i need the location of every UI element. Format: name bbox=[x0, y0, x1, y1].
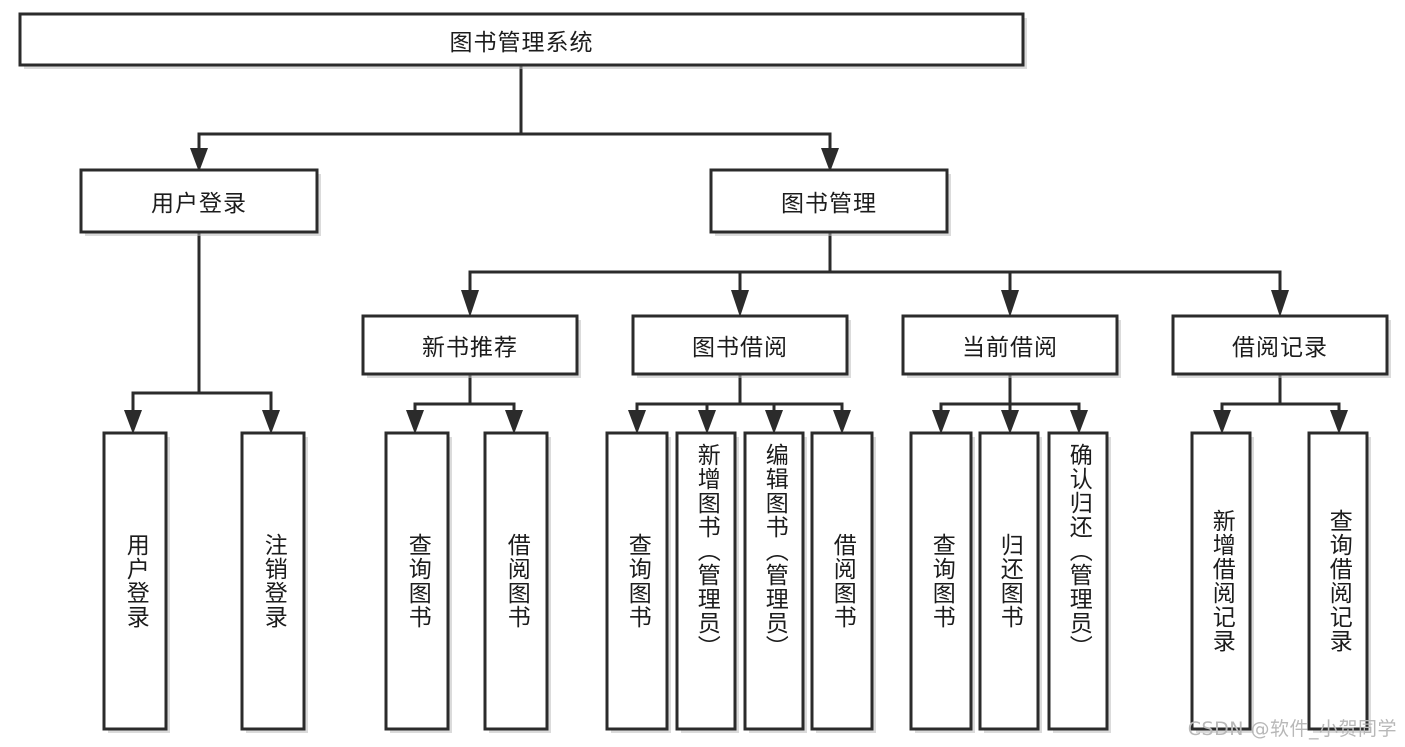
arrow-to-leaf-logout-login bbox=[262, 410, 280, 434]
arrow-to-new-book-recommend bbox=[461, 290, 479, 317]
node-leaf-borrow-book-1[interactable] bbox=[483, 431, 549, 731]
node-current-borrow[interactable] bbox=[901, 314, 1119, 376]
arrow-to-current-borrow bbox=[1001, 290, 1019, 317]
node-leaf-user-login[interactable] bbox=[102, 431, 168, 731]
arrow-to-leaf-add-record bbox=[1213, 410, 1231, 434]
arrow-to-leaf-confirm-return bbox=[1070, 410, 1088, 434]
node-leaf-return-book[interactable] bbox=[978, 431, 1040, 731]
node-root[interactable] bbox=[18, 12, 1025, 67]
csdn-watermark: CSDN @软件_小贺同学 bbox=[1187, 718, 1397, 740]
arrow-to-leaf-return-book bbox=[1001, 410, 1019, 434]
node-leaf-query-book-3[interactable] bbox=[909, 431, 973, 731]
arrow-to-leaf-borrow-book-1 bbox=[505, 410, 523, 434]
edge-root-bus bbox=[197, 64, 832, 160]
edge-book-manage-bus bbox=[468, 230, 1282, 292]
node-leaf-borrow-book-2[interactable] bbox=[810, 431, 874, 731]
node-book-borrow[interactable] bbox=[631, 314, 849, 376]
node-new-book-recommend[interactable] bbox=[361, 314, 579, 376]
node-borrow-record[interactable] bbox=[1171, 314, 1389, 376]
edge-new-book-recommend-bus bbox=[413, 372, 516, 420]
node-leaf-query-book-1[interactable] bbox=[384, 431, 450, 731]
arrow-to-book-borrow bbox=[731, 290, 749, 317]
node-leaf-logout-login[interactable] bbox=[240, 431, 306, 731]
arrow-to-leaf-query-record bbox=[1330, 410, 1348, 434]
edges-layer bbox=[124, 64, 1348, 434]
arrow-to-leaf-add-book bbox=[698, 410, 716, 434]
arrow-to-leaf-user-login bbox=[124, 410, 142, 434]
arrow-to-leaf-query-book-2 bbox=[628, 410, 646, 434]
arrow-to-leaf-edit-book bbox=[765, 410, 783, 434]
node-leaf-edit-book[interactable] bbox=[743, 431, 805, 731]
node-leaf-query-record[interactable] bbox=[1307, 431, 1369, 731]
arrow-to-borrow-record bbox=[1271, 290, 1289, 317]
arrow-to-leaf-query-book-1 bbox=[406, 410, 424, 434]
node-leaf-query-book-2[interactable] bbox=[605, 431, 669, 731]
arrow-to-leaf-borrow-book-2 bbox=[833, 410, 851, 434]
edge-book-borrow-bus bbox=[635, 372, 844, 420]
edge-user-login-bus bbox=[131, 230, 273, 420]
arrow-to-book-manage bbox=[821, 148, 839, 172]
arrow-to-user-login bbox=[190, 148, 208, 172]
edge-borrow-record-bus bbox=[1220, 372, 1341, 420]
node-book-manage[interactable] bbox=[709, 168, 949, 234]
nodes-layer bbox=[18, 12, 1391, 733]
node-leaf-add-record[interactable] bbox=[1190, 431, 1252, 731]
node-leaf-add-book[interactable] bbox=[675, 431, 737, 731]
node-leaf-confirm-return[interactable] bbox=[1047, 431, 1109, 731]
arrow-to-leaf-query-book-3 bbox=[932, 410, 950, 434]
node-user-login[interactable] bbox=[79, 168, 319, 234]
